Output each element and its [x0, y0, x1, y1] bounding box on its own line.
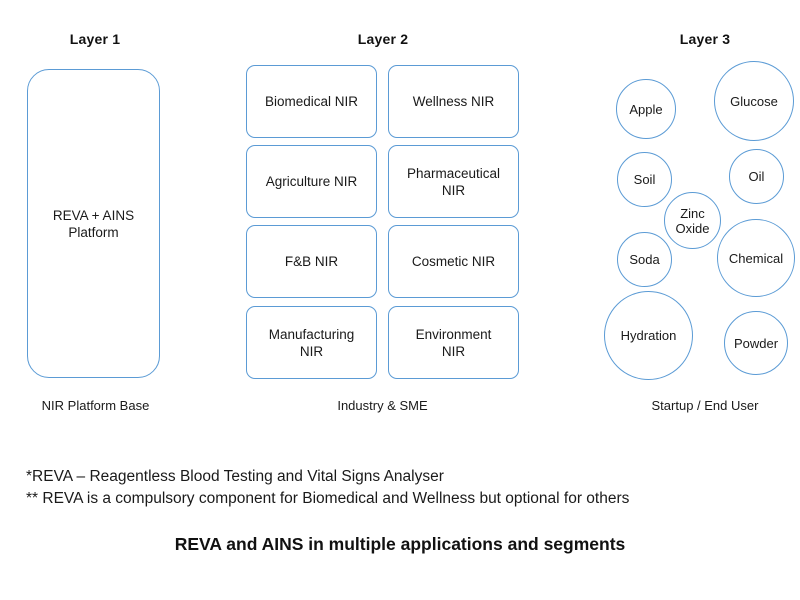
application-bubble-label: Chemical — [728, 250, 784, 266]
nir-box-label: F&B NIR — [284, 254, 339, 269]
nir-box-label: Biomedical NIR — [264, 94, 359, 109]
nir-box-label: Pharmaceutical NIR — [406, 165, 501, 198]
nir-box: Environment NIR — [388, 306, 519, 379]
application-bubble-label: Soda — [629, 252, 660, 267]
layer-2-footer: Industry & SME — [337, 398, 428, 413]
application-bubble-label: Zinc Oxide — [675, 205, 710, 236]
application-bubble: Soda — [617, 232, 672, 287]
footnotes: *REVA – Reagentless Blood Testing and Vi… — [26, 466, 766, 510]
application-bubble-label: Apple — [629, 101, 663, 117]
nir-box: Pharmaceutical NIR — [388, 145, 519, 218]
layer-1-heading: Layer 1 — [69, 31, 121, 47]
application-bubble: Hydration — [604, 291, 693, 380]
footnote-line-2: ** REVA is a compulsory component for Bi… — [26, 490, 630, 507]
platform-box-label: REVA + AINS Platform — [52, 207, 135, 240]
nir-box: F&B NIR — [246, 225, 377, 298]
application-bubble-label: Oil — [748, 169, 765, 184]
application-bubble: Apple — [616, 79, 676, 139]
application-bubble: Oil — [729, 149, 784, 204]
application-bubble: Soil — [617, 152, 672, 207]
application-bubble-label: Soil — [633, 172, 656, 187]
application-bubble: Powder — [724, 311, 788, 375]
nir-box-label: Environment NIR — [415, 326, 492, 359]
platform-box: REVA + AINS Platform — [27, 69, 160, 378]
nir-box: Manufacturing NIR — [246, 306, 377, 379]
layer-1-footer: NIR Platform Base — [41, 398, 150, 413]
application-bubble: Zinc Oxide — [664, 192, 721, 249]
application-bubble: Chemical — [717, 219, 795, 297]
layer-3-heading: Layer 3 — [679, 31, 731, 47]
layer-2-heading: Layer 2 — [357, 31, 409, 47]
nir-box-label: Manufacturing NIR — [268, 326, 355, 359]
application-bubble: Glucose — [714, 61, 794, 141]
application-bubble-label: Powder — [733, 335, 779, 351]
nir-box-label: Agriculture NIR — [265, 174, 358, 189]
nir-box-label: Wellness NIR — [412, 94, 495, 109]
application-bubble-label: Glucose — [730, 93, 778, 109]
diagram-caption: REVA and AINS in multiple applications a… — [174, 534, 626, 554]
application-bubble-label: Hydration — [620, 328, 677, 343]
nir-box: Wellness NIR — [388, 65, 519, 138]
nir-box-label: Cosmetic NIR — [411, 254, 496, 269]
layer-3-footer: Startup / End User — [651, 398, 759, 413]
nir-box: Cosmetic NIR — [388, 225, 519, 298]
nir-box: Biomedical NIR — [246, 65, 377, 138]
footnote-line-1: *REVA – Reagentless Blood Testing and Vi… — [26, 468, 444, 485]
nir-box: Agriculture NIR — [246, 145, 377, 218]
